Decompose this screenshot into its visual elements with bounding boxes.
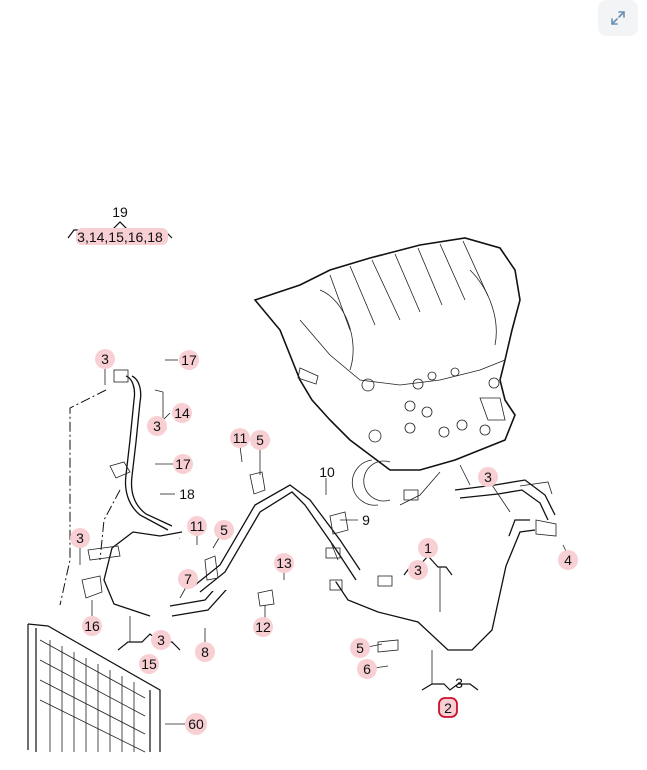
callout-3[interactable]: 3 — [153, 418, 161, 434]
callout-18[interactable]: 18 — [179, 486, 195, 502]
callout-60[interactable]: 60 — [188, 716, 204, 732]
callout-3[interactable]: 3 — [157, 632, 165, 648]
callout-16[interactable]: 16 — [84, 618, 100, 634]
header-group: 19 3,14,15,16,18 — [67, 204, 173, 245]
callout-8[interactable]: 8 — [201, 644, 209, 660]
callout-14[interactable]: 14 — [174, 405, 190, 421]
callout-5[interactable]: 5 — [256, 432, 264, 448]
expand-button[interactable] — [598, 0, 638, 36]
callout-3[interactable]: 3 — [484, 469, 492, 485]
main-pipes — [169, 471, 557, 653]
selected-callout-ring — [438, 697, 458, 718]
callout-17[interactable]: 17 — [175, 456, 191, 472]
callout-5[interactable]: 5 — [356, 640, 364, 656]
group-items-highlight — [76, 228, 168, 245]
left-pipe-assembly — [59, 369, 183, 617]
callout-6[interactable]: 6 — [363, 661, 371, 677]
callout-10[interactable]: 10 — [319, 464, 335, 480]
callout-3[interactable]: 3 — [455, 675, 463, 691]
callout-3[interactable]: 3 — [414, 562, 422, 578]
callout-5[interactable]: 5 — [220, 522, 228, 538]
callout-13[interactable]: 13 — [276, 555, 292, 571]
callout-4[interactable]: 4 — [564, 552, 572, 568]
callout-12[interactable]: 12 — [255, 619, 271, 635]
callout-7[interactable]: 7 — [184, 571, 192, 587]
callout-17[interactable]: 17 — [181, 352, 197, 368]
callout-11[interactable]: 11 — [233, 430, 248, 446]
radiator — [27, 623, 161, 753]
expand-arrows-icon — [611, 11, 625, 25]
callout-3[interactable]: 3 — [101, 351, 109, 367]
callout-11[interactable]: 11 — [190, 518, 205, 534]
callout-9[interactable]: 9 — [362, 512, 370, 528]
callout-15[interactable]: 15 — [141, 656, 157, 672]
group-number: 19 — [112, 204, 128, 220]
group-items[interactable]: 3,14,15,16,18 — [77, 229, 163, 245]
callout-1[interactable]: 1 — [424, 540, 432, 556]
transmission-housing — [253, 237, 521, 506]
callouts: 17 3 14 3 17 18 11 5 10 9 3 4 3 11 5 7 1… — [70, 349, 578, 735]
callout-2-selected[interactable]: 2 — [444, 700, 452, 716]
callout-3[interactable]: 3 — [76, 530, 84, 546]
